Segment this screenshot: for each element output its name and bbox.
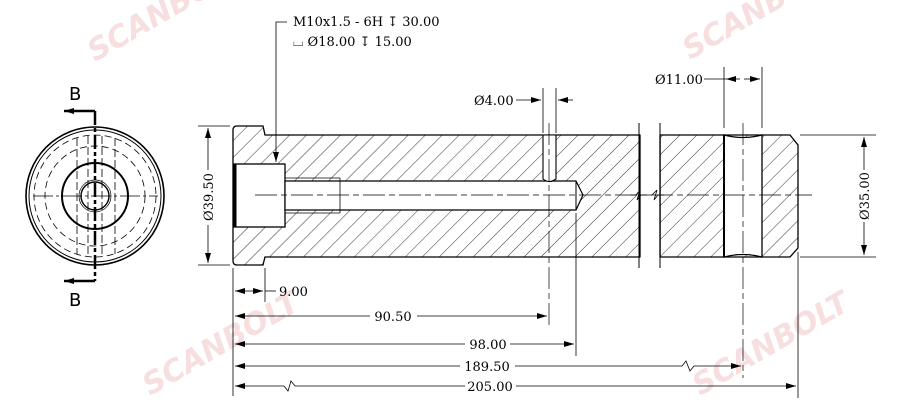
thread-callout-line2: ⌴ Ø18.00 ↧ 15.00 <box>293 35 412 50</box>
dim-90-50: 90.50 <box>374 310 411 325</box>
dim-189-50: 189.50 <box>464 360 510 375</box>
thread-callout-line1: M10x1.5 - 6H ↧ 30.00 <box>293 15 440 30</box>
watermark: SCANBOLT <box>677 0 848 67</box>
watermark: SCANBOLT <box>137 284 308 403</box>
section-label-top: B <box>69 84 81 105</box>
dim-9-00: 9.00 <box>279 285 308 300</box>
dim-205-00: 205.00 <box>467 380 513 395</box>
dim-dia-4-00: Ø4.00 <box>474 94 514 109</box>
watermark: SCANBOLT <box>82 0 253 69</box>
watermark: SCANBOLT <box>687 284 858 403</box>
dim-98-00: 98.00 <box>469 338 506 353</box>
dim-dia-39-50: Ø39.50 <box>202 173 217 221</box>
dimension-lines <box>198 21 876 398</box>
section-line-b <box>64 108 97 284</box>
section-view <box>232 120 812 378</box>
dim-dia-35-00: Ø35.00 <box>858 172 873 220</box>
section-label-bottom: B <box>69 290 81 311</box>
dim-dia-11-00: Ø11.00 <box>655 73 703 88</box>
